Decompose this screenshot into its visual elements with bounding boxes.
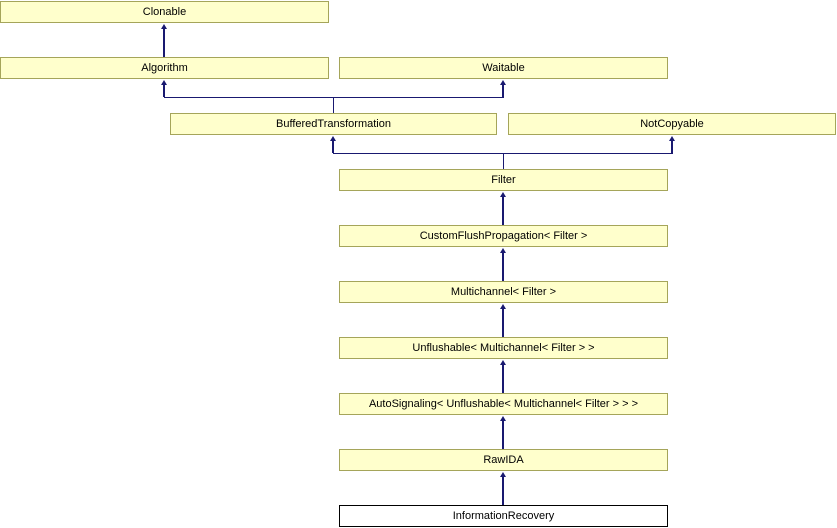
edge-multichannel-cfp-line [502,253,504,281]
edge-bt-waitable-stub [502,85,504,97]
class-node-filter[interactable]: Filter [339,169,668,191]
class-node-multichannel[interactable]: Multichannel< Filter > [339,281,668,303]
edge-autosignaling-unflushable-line [502,365,504,393]
arrowhead-icon [500,192,506,197]
edge-rawida-autosignaling-line [502,421,504,449]
class-node-information-recovery: InformationRecovery [339,505,668,527]
arrowhead-icon [669,136,675,141]
arrowhead-icon [500,360,506,365]
edge-inforecovery-rawida-line [502,477,504,505]
arrowhead-icon [500,416,506,421]
edge-algorithm-clonable-line [163,29,165,57]
arrowhead-icon [330,136,336,141]
edge-filter-riser [503,154,504,169]
class-node-rawida[interactable]: RawIDA [339,449,668,471]
arrowhead-icon [500,248,506,253]
arrowhead-icon [161,24,167,29]
edge-bt-junction-line [164,97,504,98]
edge-bt-riser [333,98,334,113]
arrowhead-icon [500,304,506,309]
edge-filter-notcopyable-stub [671,141,673,153]
edge-unflushable-multichannel-line [502,309,504,337]
edge-cfp-filter-line [502,197,504,225]
arrowhead-icon [161,80,167,85]
class-node-waitable[interactable]: Waitable [339,57,668,79]
class-node-custom-flush-propagation[interactable]: CustomFlushPropagation< Filter > [339,225,668,247]
class-node-buffered-transformation[interactable]: BufferedTransformation [170,113,497,135]
edge-filter-junction-line [333,153,673,154]
class-node-clonable[interactable]: Clonable [0,1,329,23]
edge-filter-bt-stub [332,141,334,153]
arrowhead-icon [500,80,506,85]
edge-bt-algorithm-stub [163,85,165,97]
class-node-unflushable[interactable]: Unflushable< Multichannel< Filter > > [339,337,668,359]
class-node-algorithm[interactable]: Algorithm [0,57,329,79]
class-node-auto-signaling[interactable]: AutoSignaling< Unflushable< Multichannel… [339,393,668,415]
class-node-not-copyable[interactable]: NotCopyable [508,113,836,135]
arrowhead-icon [500,472,506,477]
